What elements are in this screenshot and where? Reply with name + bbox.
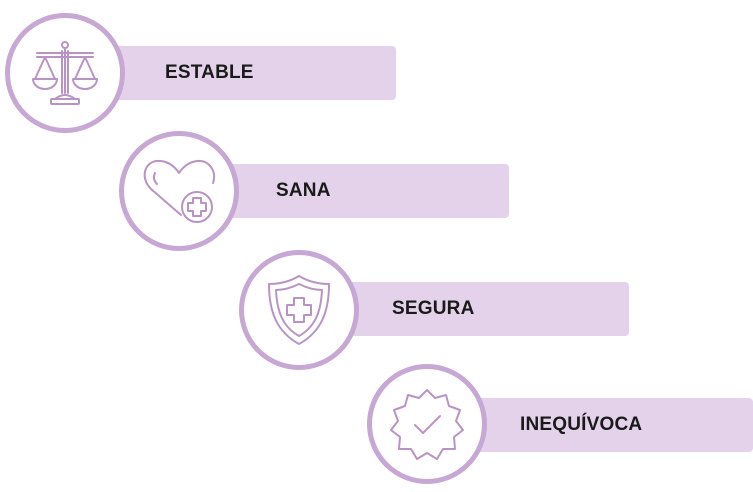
- step-bar: SEGURA: [333, 282, 629, 336]
- step-icon-circle: [367, 364, 487, 484]
- shield-cross-icon: [268, 275, 330, 345]
- step-bar: SANA: [213, 164, 509, 218]
- step-label: SANA: [276, 180, 331, 201]
- heart-plus-icon: [143, 159, 215, 223]
- check-badge-icon: [390, 389, 464, 460]
- step-icon-circle: [5, 13, 125, 133]
- step-icon-circle: [119, 131, 239, 251]
- step-bar: INEQUÍVOCA: [463, 398, 753, 452]
- step-bar: ESTABLE: [100, 46, 396, 100]
- step-label: SEGURA: [392, 298, 475, 319]
- scale-icon: [32, 41, 98, 105]
- step-label: INEQUÍVOCA: [520, 414, 643, 435]
- step-label: ESTABLE: [165, 62, 254, 83]
- step-icon-circle: [239, 250, 359, 370]
